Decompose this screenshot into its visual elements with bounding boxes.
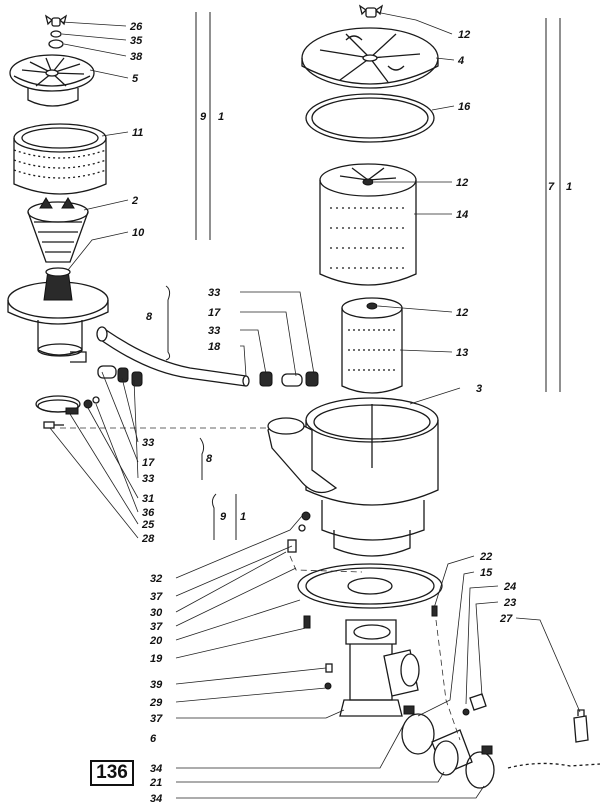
- callout-2: 2: [131, 195, 138, 207]
- callout-34-a: 34: [150, 763, 162, 775]
- callout-33-left-a: 33: [142, 437, 154, 449]
- callout-11: 11: [132, 127, 143, 139]
- group-label-9-mid: 9: [220, 511, 227, 523]
- washer-35: [50, 30, 62, 38]
- nut-31: [83, 399, 93, 409]
- callout-30: 30: [150, 607, 163, 619]
- group-brackets: [165, 12, 561, 540]
- assembly-axis-3: [435, 619, 461, 741]
- wing-nut-26: [44, 14, 68, 27]
- swirl-vane-2: [27, 197, 89, 263]
- fitting-27: [507, 709, 600, 769]
- callout-15: 15: [480, 567, 493, 579]
- callout-16: 16: [458, 101, 471, 113]
- callout-5: 5: [132, 73, 139, 85]
- callout-10: 10: [132, 227, 145, 239]
- callout-39: 39: [150, 679, 163, 691]
- callout-13: 13: [456, 347, 468, 359]
- callout-12-inner: 12: [456, 307, 468, 319]
- cap-5: [9, 54, 95, 107]
- callout-18: 18: [208, 341, 221, 353]
- callout-12-cover: 12: [458, 29, 470, 41]
- body-3: [267, 397, 439, 557]
- elbow-6: [339, 619, 420, 717]
- callout-37-b: 37: [150, 621, 163, 633]
- callout-labels: 26 35 38 5 11 2 10 12 4 16 12 14 12 13 3…: [129, 21, 572, 805]
- callout-6: 6: [150, 733, 157, 745]
- group-label-7: 7: [548, 181, 555, 193]
- callout-12-outer: 12: [456, 177, 468, 189]
- callout-37-a: 37: [150, 591, 163, 603]
- callout-35: 35: [130, 35, 143, 47]
- callout-22: 22: [479, 551, 492, 563]
- callout-17-left: 17: [142, 457, 155, 469]
- hardware-23-24: [462, 693, 487, 716]
- callout-28: 28: [141, 533, 155, 545]
- outer-filter-14: [319, 163, 417, 286]
- group-label-8-hose: 8: [146, 311, 153, 323]
- washer-36: [92, 396, 100, 404]
- callout-3: 3: [476, 383, 482, 395]
- callout-33-left-b: 33: [142, 473, 154, 485]
- cover-4: [301, 27, 439, 89]
- callout-19: 19: [150, 653, 163, 665]
- wing-nut-12-top: [358, 4, 384, 18]
- group-label-1-mid: 1: [240, 511, 246, 523]
- callout-37-c: 37: [150, 713, 163, 725]
- page-number-box: 136: [90, 760, 134, 786]
- callout-20: 20: [149, 635, 163, 647]
- callout-31: 31: [142, 493, 154, 505]
- callout-32: 32: [150, 573, 162, 585]
- callout-4: 4: [457, 55, 464, 67]
- housing-10: [7, 267, 109, 363]
- inner-filter-13: [341, 297, 403, 394]
- hose-clamp-parts: [97, 365, 319, 387]
- group-label-9-top: 9: [200, 111, 207, 123]
- filter-mesh-11: [13, 123, 107, 195]
- bolt-28: [43, 421, 64, 429]
- callout-26: 26: [129, 21, 143, 33]
- group-label-8-mid: 8: [206, 453, 213, 465]
- callout-34-b: 34: [150, 793, 162, 805]
- callout-38: 38: [130, 51, 143, 63]
- leader-lines: [49, 11, 581, 799]
- callout-27: 27: [499, 613, 513, 625]
- callout-24: 24: [503, 581, 516, 593]
- clamp-left: [35, 395, 81, 415]
- callout-17-hose-a: 17: [208, 307, 221, 319]
- callout-14: 14: [456, 209, 468, 221]
- callout-29: 29: [149, 697, 163, 709]
- bottom-clamps-and-sleeve: [401, 705, 495, 789]
- callout-33-hose-b: 33: [208, 325, 220, 337]
- callout-25: 25: [141, 519, 155, 531]
- group-label-1-right: 1: [566, 181, 572, 193]
- assembly-axis-2: [289, 555, 363, 573]
- callout-33-hose-a: 33: [208, 287, 220, 299]
- gasket-20: [297, 563, 443, 609]
- callout-36: 36: [142, 507, 155, 519]
- group-label-1-top: 1: [218, 111, 224, 123]
- nut-38: [48, 39, 64, 49]
- callout-21: 21: [149, 777, 162, 789]
- callout-23: 23: [503, 597, 516, 609]
- gasket-16: [305, 93, 435, 143]
